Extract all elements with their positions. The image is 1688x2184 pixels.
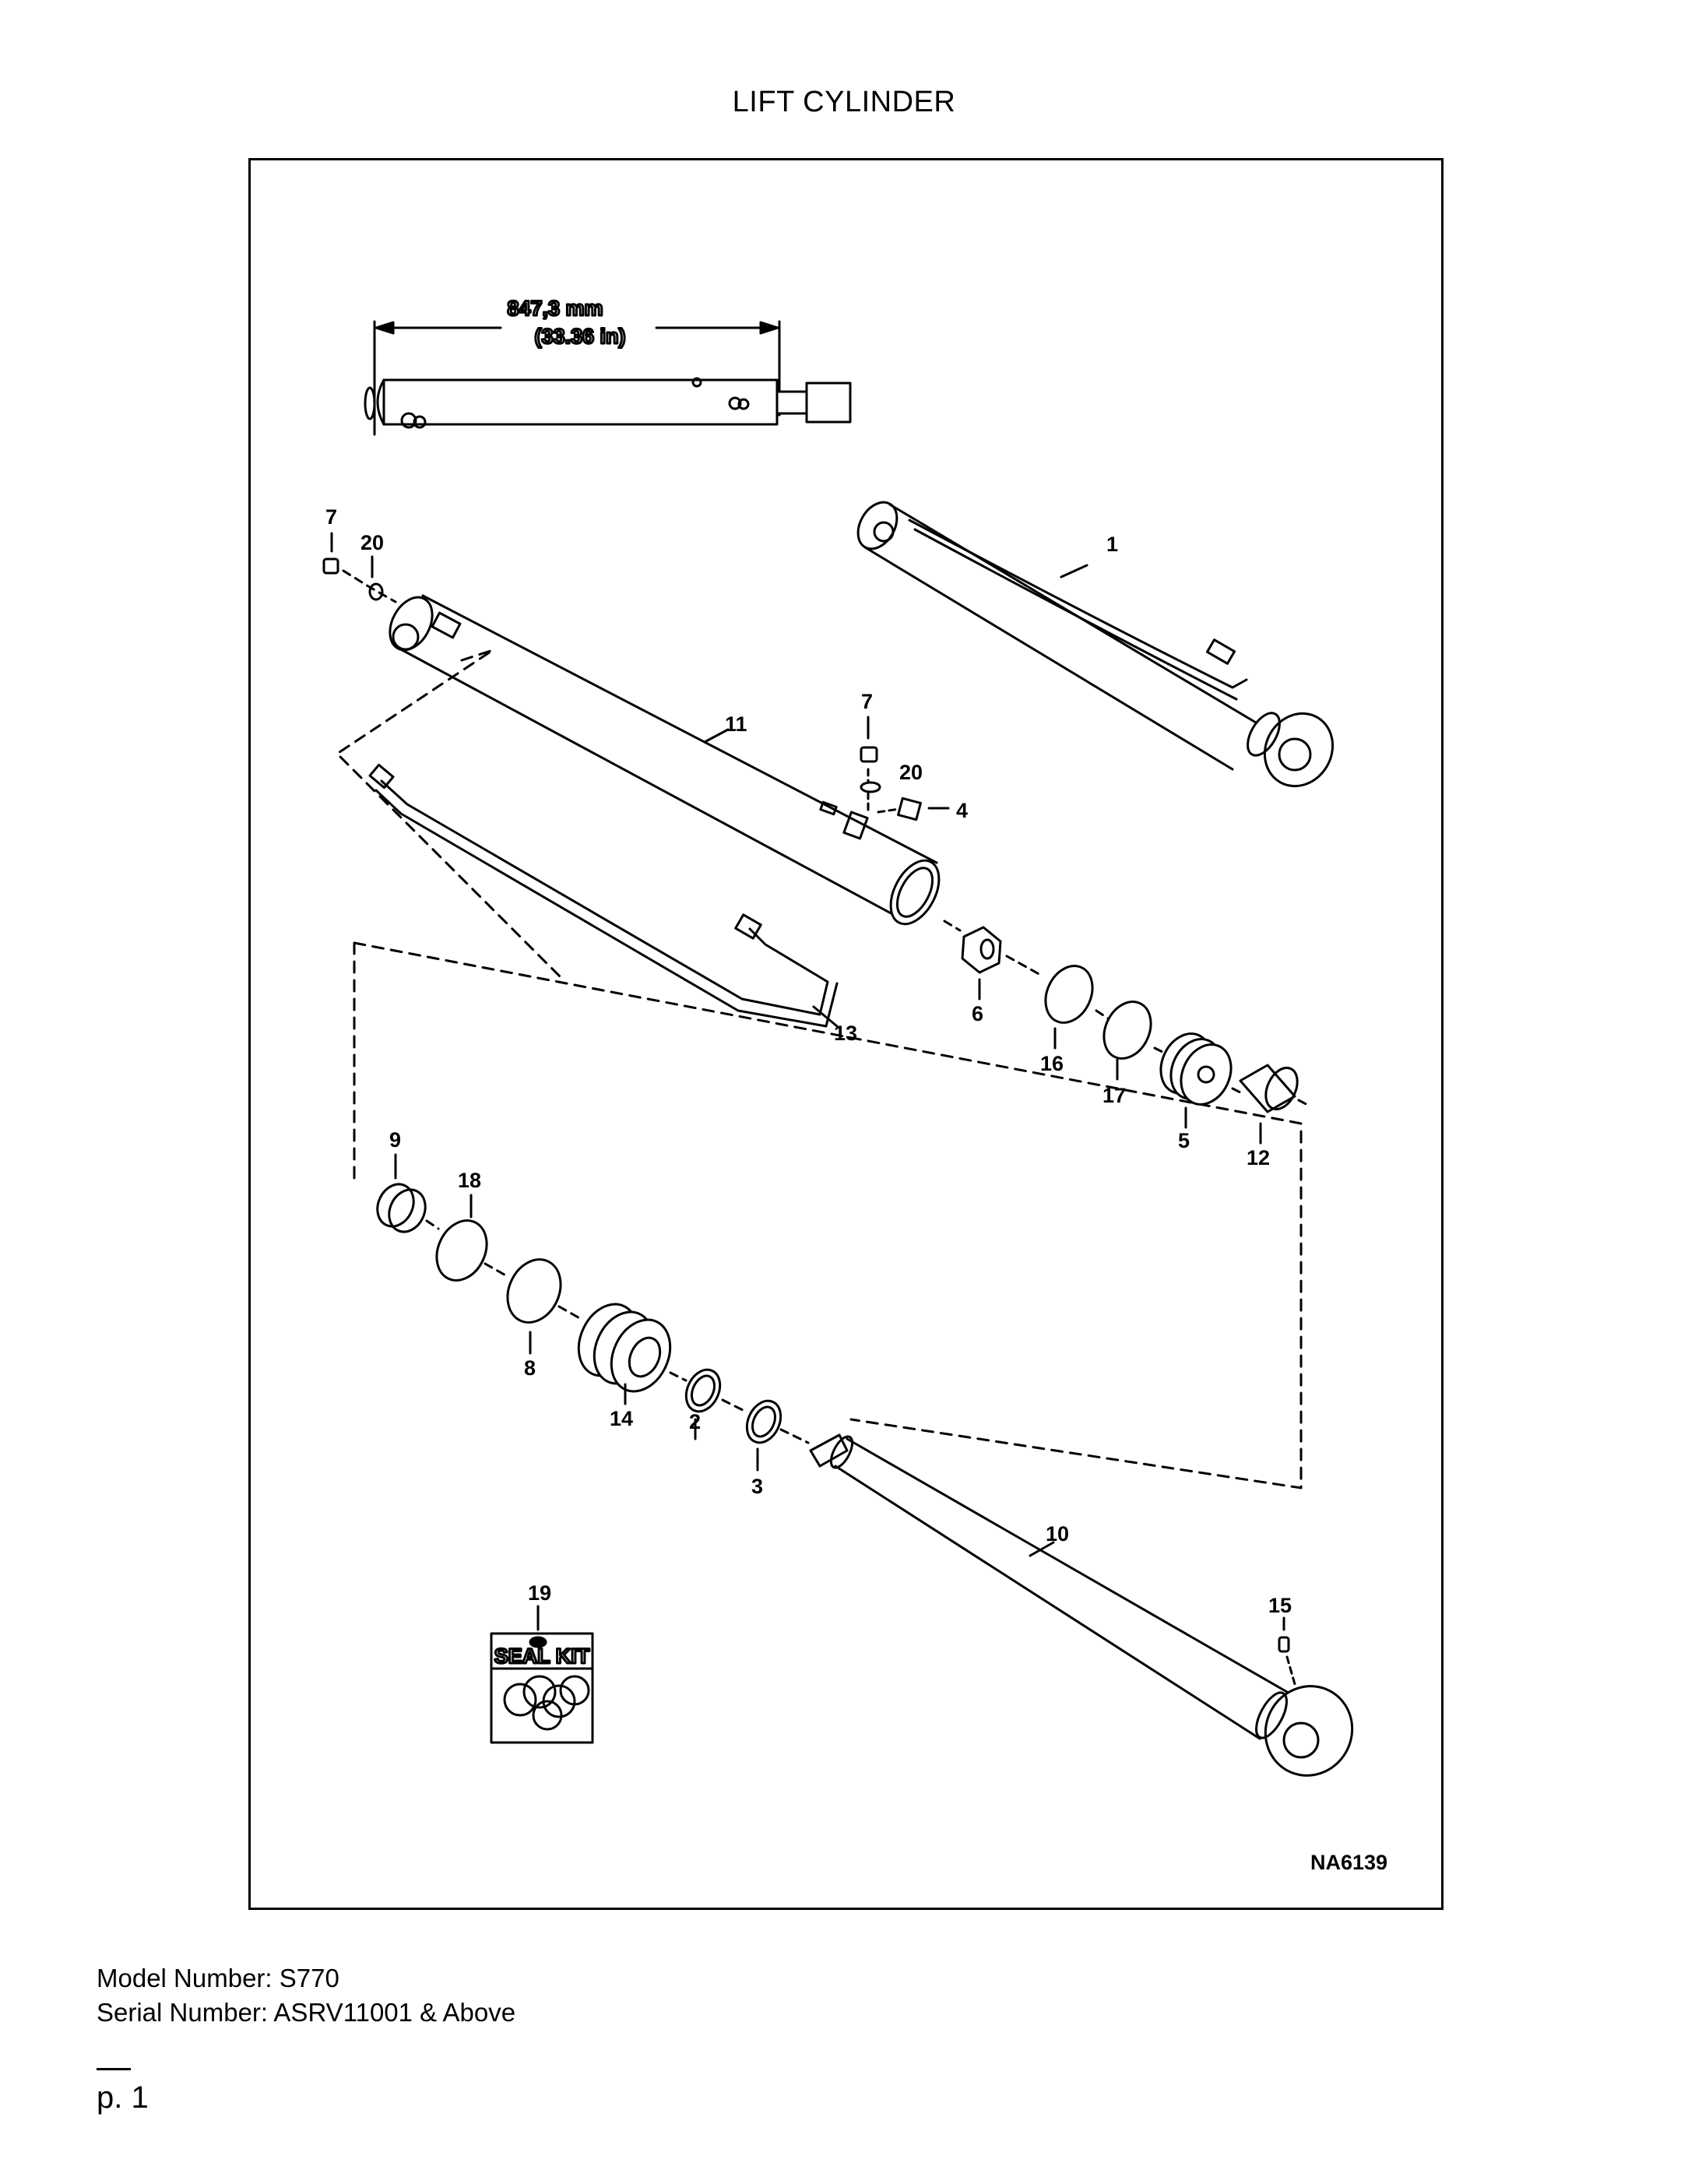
- seal-kit-label: SEAL KIT: [494, 1644, 590, 1668]
- callout-17: 17: [1102, 1084, 1126, 1107]
- callout-14: 14: [610, 1407, 633, 1430]
- page-divider: [97, 2068, 131, 2070]
- callout-7-upper: 7: [325, 505, 337, 529]
- callout-4: 4: [956, 799, 968, 822]
- barrel: [389, 594, 941, 926]
- callout-9: 9: [389, 1128, 401, 1152]
- serial-number: Serial Number: ASRV11001 & Above: [97, 1998, 516, 2027]
- callout-20-upper: 20: [360, 531, 384, 554]
- callout-11: 11: [725, 712, 747, 736]
- dimension-view: [364, 320, 852, 436]
- callout-13: 13: [834, 1022, 857, 1045]
- diagram-frame: 847,3 mm (33.36 in): [248, 158, 1444, 1910]
- exploded-parts-diagram: 847,3 mm (33.36 in): [322, 296, 1387, 1874]
- page-title: LIFT CYLINDER: [732, 86, 956, 118]
- callout-10: 10: [1046, 1522, 1069, 1546]
- callout-19: 19: [528, 1581, 551, 1605]
- callout-3: 3: [751, 1475, 763, 1498]
- callout-7-middle: 7: [861, 690, 873, 713]
- callout-8: 8: [524, 1356, 536, 1380]
- page-number: p. 1: [97, 2080, 149, 2115]
- callout-12: 12: [1247, 1146, 1270, 1169]
- callout-15: 15: [1268, 1594, 1292, 1617]
- model-number: Model Number: S770: [97, 1964, 339, 1992]
- callout-labels: 1 2 3 4 5 6 7 7 8 9 10 11 12 13 14 15 16…: [325, 505, 1387, 1874]
- plug-part: [322, 557, 339, 575]
- callout-16: 16: [1040, 1052, 1064, 1075]
- dimension-in-label: (33.36 in): [534, 325, 625, 348]
- callout-2: 2: [689, 1410, 701, 1433]
- dimension-mm-label: 847,3 mm: [507, 297, 603, 320]
- assembled-cylinder: [856, 501, 1335, 788]
- callout-5: 5: [1178, 1129, 1190, 1152]
- tube: [368, 763, 839, 1028]
- oring-part: [368, 582, 384, 601]
- callout-1: 1: [1106, 533, 1118, 556]
- callout-6: 6: [972, 1002, 983, 1025]
- drawing-id: NA6139: [1310, 1851, 1387, 1874]
- seal-kit-icon: [490, 1605, 594, 1744]
- callout-18: 18: [458, 1169, 481, 1192]
- piston-rod: [809, 1433, 1354, 1777]
- callout-20-middle: 20: [899, 761, 923, 784]
